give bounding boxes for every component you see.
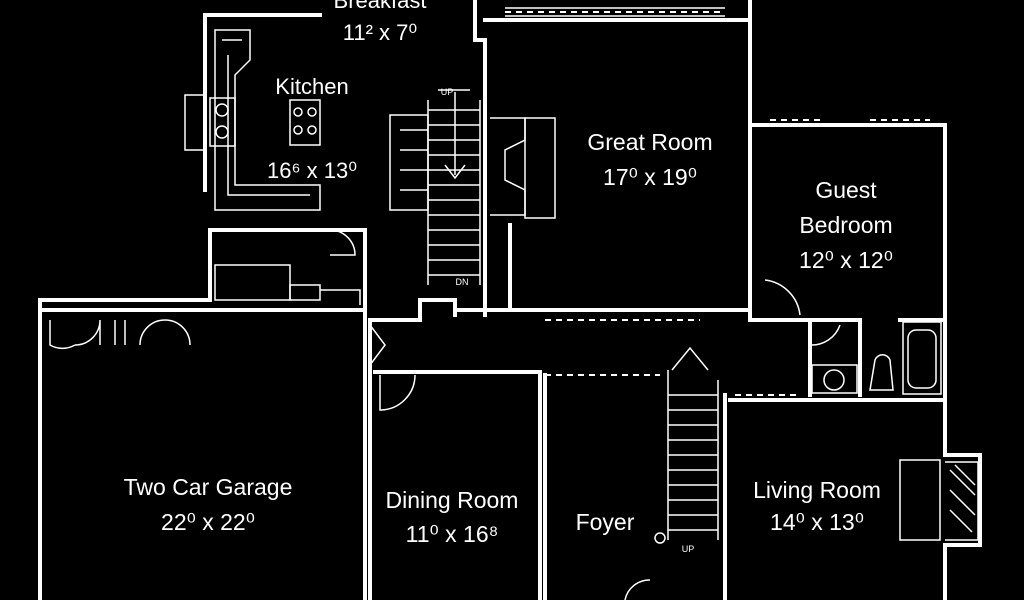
breakfast-name: Breakfast xyxy=(334,0,427,13)
kitchen-counters xyxy=(184,29,361,305)
living-room-fireplace xyxy=(899,459,979,541)
living-room-name: Living Room xyxy=(753,477,881,503)
garage-size: 22⁰ x 22⁰ xyxy=(161,509,255,535)
stair-up-label: UP xyxy=(441,87,454,97)
great-room-size: 17⁰ x 19⁰ xyxy=(603,164,697,190)
walls xyxy=(38,0,982,600)
great-room-name: Great Room xyxy=(587,129,712,155)
guest-bath-fixtures xyxy=(764,279,942,395)
windows xyxy=(505,7,930,520)
doors xyxy=(369,324,651,600)
stair-down-label: DN xyxy=(456,277,469,287)
garage-doors xyxy=(49,319,191,350)
guest-bedroom-size: 12⁰ x 12⁰ xyxy=(799,247,893,273)
guest-bedroom-name-line1: Guest xyxy=(815,177,877,203)
living-room-size: 14⁰ x 13⁰ xyxy=(770,509,864,535)
foyer-stair-up-label: UP xyxy=(682,544,695,554)
kitchen-name: Kitchen xyxy=(275,74,348,99)
breakfast-size: 11² x 7⁰ xyxy=(343,20,418,45)
back-stairs: UP DN xyxy=(389,87,481,287)
foyer-stairs: UP xyxy=(654,346,719,554)
great-room-fireplace xyxy=(490,117,556,219)
dining-room-size: 11⁰ x 16⁸ xyxy=(406,521,499,547)
dining-room-name: Dining Room xyxy=(386,487,519,513)
kitchen-size: 16⁶ x 13⁰ xyxy=(267,158,357,183)
garage-name: Two Car Garage xyxy=(124,474,293,500)
cooktop-icon xyxy=(289,99,321,146)
room-labels: Breakfast 11² x 7⁰ Kitchen 16⁶ x 13⁰ Gre… xyxy=(124,0,893,547)
foyer-name: Foyer xyxy=(576,509,635,535)
guest-bedroom-name-line2: Bedroom xyxy=(799,212,892,238)
